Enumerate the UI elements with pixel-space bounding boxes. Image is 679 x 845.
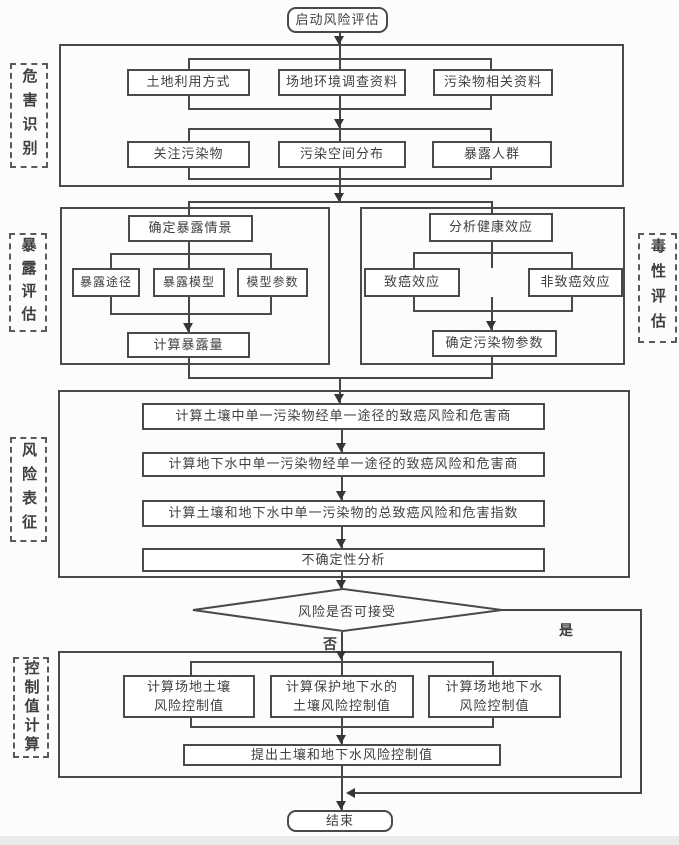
arrow-down-icon [334, 36, 344, 45]
connector-line [491, 297, 493, 330]
soil-control-line2: 风险控制值 [153, 697, 224, 713]
start-node-label: 启动风险评估 [295, 11, 380, 27]
connector-line [491, 357, 493, 378]
health-effect-box: 分析健康效应 [429, 213, 553, 242]
exposure-pathway-box: 暴露途径 [72, 268, 140, 297]
total-risk-box: 计算土壤和地下水中单一污染物的总致癌风险和危害指数 [142, 500, 545, 527]
exposure-pathway-label: 暴露途径 [79, 275, 132, 290]
carcinogenic-label: 致癌效应 [383, 274, 440, 290]
pollution-distribution-box: 污染空间分布 [278, 141, 406, 168]
arrow-down-icon [486, 321, 496, 330]
arrow-down-icon [336, 735, 346, 744]
connector-line [341, 527, 343, 548]
site-groundwater-control-box: 计算场地地下水 风险控制值 [428, 675, 561, 718]
groundwater-protect-line1: 计算保护地下水的 [285, 679, 398, 695]
groundwater-risk-box: 计算地下水中单一污染物经单一途径的致癌风险和危害商 [142, 452, 545, 477]
site-groundwater-line2: 风险控制值 [459, 697, 530, 713]
site-survey-box: 场地环境调查资料 [278, 69, 406, 96]
land-use-box: 土地利用方式 [127, 69, 250, 96]
arrow-down-icon [334, 394, 344, 403]
yes-branch-line [353, 792, 642, 794]
target-pollutant-box: 关注污染物 [127, 141, 250, 168]
toxicity-section-label: 毒性评估 [638, 233, 677, 343]
uncertainty-box: 不确定性分析 [142, 548, 545, 572]
pollutant-parameter-label: 确定污染物参数 [445, 335, 544, 351]
exposure-dose-label: 计算暴露量 [153, 336, 224, 352]
yes-branch-label: 是 [559, 622, 573, 638]
model-parameter-box: 模型参数 [237, 268, 308, 297]
arrow-down-icon [336, 801, 346, 810]
exposure-section-frame [60, 207, 330, 365]
site-survey-label: 场地环境调查资料 [285, 74, 398, 90]
non-carcinogenic-box: 非致癌效应 [528, 268, 623, 297]
connector-line [188, 242, 190, 268]
control-value-summary-label: 提出土壤和地下水风险控制值 [250, 746, 433, 762]
hazard-section-label: 危害识别 [10, 63, 48, 168]
pollution-distribution-label: 污染空间分布 [299, 146, 384, 162]
connector-line [341, 766, 343, 810]
start-node: 启动风险评估 [287, 7, 388, 33]
uncertainty-label: 不确定性分析 [301, 551, 386, 567]
connector-line [341, 430, 343, 452]
arrow-down-icon [336, 539, 346, 548]
connector-line [341, 477, 343, 500]
exposure-scenario-box: 确定暴露情景 [128, 215, 253, 242]
end-node: 结束 [287, 810, 393, 832]
soil-risk-box: 计算土壤中单一污染物经单一途径的致癌风险和危害商 [142, 403, 545, 430]
exposure-model-box: 暴露模型 [153, 268, 225, 297]
exposure-dose-box: 计算暴露量 [127, 332, 250, 358]
groundwater-protect-control-box: 计算保护地下水的 土壤风险控制值 [270, 675, 414, 718]
arrow-left-icon [346, 788, 355, 798]
arrow-down-icon [336, 443, 346, 452]
arrow-down-icon [183, 323, 193, 332]
connector-line [188, 203, 190, 215]
pollutant-parameter-box: 确定污染物参数 [432, 330, 557, 357]
decision-diamond [192, 587, 503, 633]
characterization-section-label: 风险表征 [10, 437, 47, 542]
connector-line [188, 358, 190, 378]
exposure-model-label: 暴露模型 [162, 275, 215, 290]
arrow-down-icon [334, 193, 344, 202]
characterization-section-frame [58, 390, 630, 578]
pollutant-data-box: 污染物相关资料 [433, 69, 553, 96]
carcinogenic-box: 致癌效应 [364, 268, 460, 297]
arrow-down-icon [336, 651, 346, 660]
site-groundwater-line1: 计算场地地下水 [445, 679, 544, 695]
model-parameter-label: 模型参数 [246, 275, 299, 290]
footer-strip [0, 836, 679, 845]
connector-line [339, 377, 341, 403]
connector-line [491, 203, 493, 213]
yes-branch-line [640, 609, 642, 794]
connector-line [339, 33, 341, 69]
soil-control-line1: 计算场地土壤 [146, 679, 231, 695]
end-node-label: 结束 [325, 812, 354, 828]
arrow-down-icon [334, 119, 344, 128]
yes-branch-line [502, 609, 642, 611]
connector-line [491, 242, 493, 268]
hazard-section-frame [59, 44, 624, 187]
soil-control-box: 计算场地土壤 风险控制值 [123, 675, 255, 718]
control-section-label: 控制值计算 [13, 657, 49, 758]
exposure-section-label: 暴露评估 [9, 233, 47, 332]
decision-question: 风险是否可接受 [297, 604, 396, 619]
pollutant-data-label: 污染物相关资料 [443, 74, 542, 90]
exposed-population-box: 暴露人群 [432, 141, 552, 168]
groundwater-protect-line2: 土壤风险控制值 [292, 697, 391, 713]
soil-risk-label: 计算土壤中单一污染物经单一途径的致癌风险和危害商 [175, 408, 512, 424]
health-effect-label: 分析健康效应 [448, 219, 533, 235]
arrow-down-icon [336, 580, 346, 589]
groundwater-risk-label: 计算地下水中单一污染物经单一途径的致癌风险和危害商 [168, 456, 519, 472]
no-branch-label: 否 [323, 636, 337, 652]
connector-line [339, 168, 341, 202]
non-carcinogenic-label: 非致癌效应 [540, 274, 611, 290]
total-risk-label: 计算土壤和地下水中单一污染物的总致癌风险和危害指数 [168, 505, 519, 521]
land-use-label: 土地利用方式 [146, 74, 231, 90]
connector-line [341, 632, 343, 661]
exposed-population-label: 暴露人群 [463, 146, 520, 162]
arrow-down-icon [336, 491, 346, 500]
exposure-scenario-label: 确定暴露情景 [148, 220, 233, 236]
control-value-summary-box: 提出土壤和地下水风险控制值 [183, 744, 501, 766]
target-pollutant-label: 关注污染物 [153, 146, 224, 162]
connector-line [188, 201, 493, 203]
